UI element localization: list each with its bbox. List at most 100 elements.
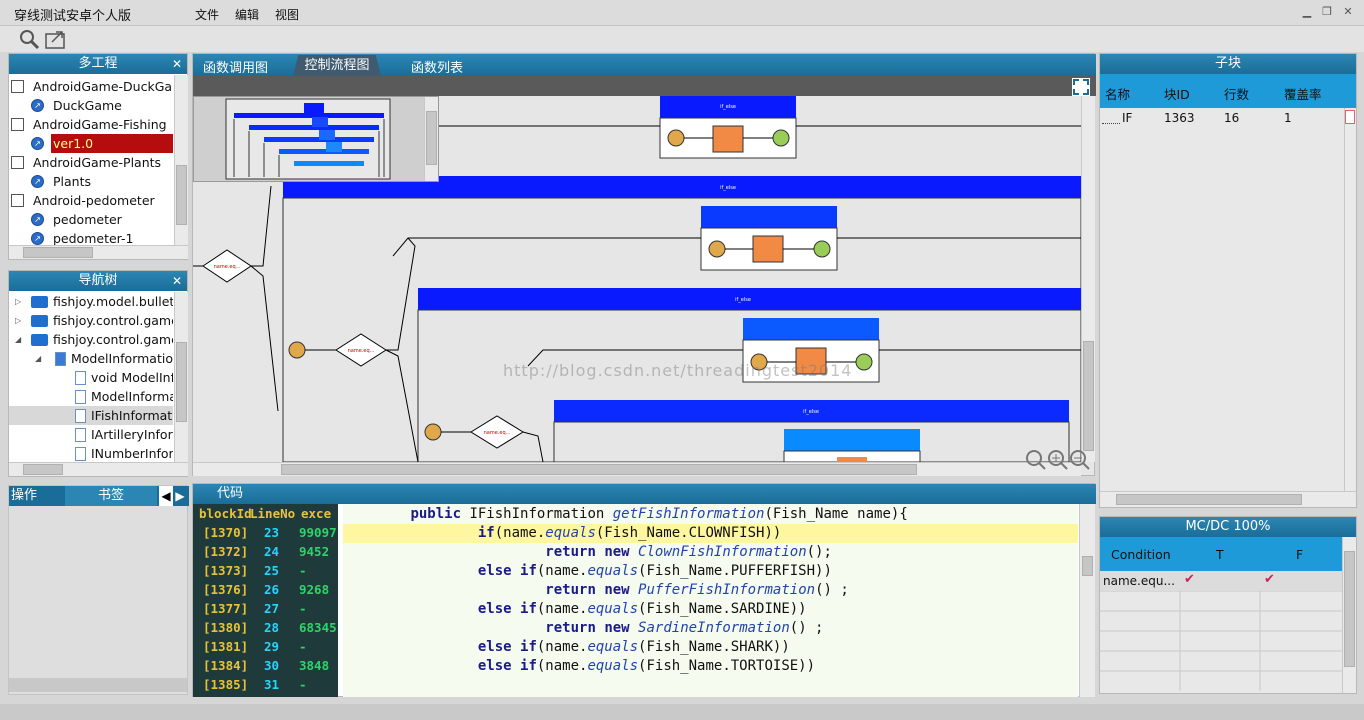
project-item[interactable]: ↗Plants [9, 172, 173, 191]
code-text: else if(name.equals(Fish_Name.SARDINE)) [477, 601, 807, 617]
code-line[interactable]: public IFishInformation getFishInformati… [343, 505, 1078, 524]
project-label: pedometer [53, 212, 122, 227]
tab-ops[interactable]: 操作 [11, 488, 38, 503]
subblock-vscrollbar[interactable] [1344, 108, 1356, 491]
close-icon[interactable]: ✕ [171, 57, 182, 71]
graph-ruler [193, 76, 1096, 96]
expand-icon[interactable]: ◢ [15, 335, 22, 344]
code-line[interactable]: return new ClownFishInformation(); [343, 543, 1078, 562]
header-exec: exce [301, 506, 332, 521]
mcdc-vscrollbar[interactable] [1342, 537, 1356, 693]
menu-file[interactable]: 文件 [195, 8, 220, 22]
menu-edit[interactable]: 编辑 [235, 8, 260, 22]
code-line[interactable]: return new PufferFishInformation() ; [343, 581, 1078, 600]
project-label: pedometer-1 [53, 231, 134, 245]
projects-scrollbar[interactable] [174, 75, 188, 245]
zoom-out-icon [1070, 450, 1090, 470]
exec-count: 3848 [299, 658, 330, 673]
col-false: F [1296, 547, 1304, 562]
table-row[interactable]: name.equ... ✔ ✔ [1100, 571, 1342, 591]
expand-icon[interactable]: ▷ [15, 316, 22, 325]
project-item[interactable]: ↗pedometer [9, 210, 173, 229]
tab-control-flow[interactable]: 控制流程图 [293, 55, 381, 76]
block-id: [1380] [203, 620, 249, 635]
restore-icon[interactable]: ❐ [1322, 5, 1332, 18]
nav-item[interactable]: ▷fishjoy.model.bulletin [9, 292, 173, 311]
line-number: 28 [264, 620, 280, 635]
title-bar: 穿线测试安卓个人版 文件 编辑 视图 ▁ ❐ ✕ [0, 0, 1364, 26]
exec-count: - [299, 677, 307, 692]
expand-icon[interactable]: ▷ [15, 297, 22, 306]
code-line[interactable]: else if(name.equals(Fish_Name.PUFFERFISH… [343, 562, 1078, 581]
nav-item[interactable]: INumberInfor [9, 444, 173, 462]
project-label: AndroidGame-DuckGame [33, 79, 173, 94]
nav-item[interactable]: ◢fishjoy.control.game. [9, 330, 173, 349]
nav-item[interactable]: ▷fishjoy.control.game. [9, 311, 173, 330]
ops-hscrollbar[interactable] [9, 678, 187, 692]
nav-item[interactable]: IArtilleryInfor [9, 425, 173, 444]
row-id: 1363 [1164, 111, 1195, 125]
project-item[interactable]: AndroidGame-Fishing [9, 115, 173, 134]
graph-vscrollbar[interactable] [1081, 96, 1095, 462]
code-line[interactable]: if(name.equals(Fish_Name.CLOWNFISH)) [343, 524, 1078, 543]
nav-item[interactable]: ◢ModelInformatio [9, 349, 173, 368]
close-icon[interactable]: ✕ [171, 274, 182, 288]
projects-hscrollbar[interactable] [9, 245, 188, 259]
tab-function-list[interactable]: 函数列表 [411, 61, 464, 76]
block-label-4: if_else [803, 409, 819, 415]
line-number: 24 [264, 544, 280, 559]
code-line[interactable]: else if(name.equals(Fish_Name.TORTOISE)) [343, 657, 1078, 676]
tab-call-graph[interactable]: 函数调用图 [203, 61, 269, 76]
code-vscrollbar[interactable] [1079, 504, 1095, 697]
col-lines: 行数 [1224, 87, 1250, 102]
project-item[interactable]: Android-pedometer [9, 191, 173, 210]
mcdc-header: MC/DC 100% [1100, 517, 1356, 537]
nav-item[interactable]: void ModelInf [9, 368, 173, 387]
projects-tree: AndroidGame-DuckGame ↗DuckGameAndroidGame… [9, 75, 173, 245]
navtree-hscrollbar[interactable] [9, 462, 188, 476]
project-item[interactable]: AndroidGame-DuckGame [9, 77, 173, 96]
package-icon [31, 334, 48, 346]
project-label: AndroidGame-Fishing [33, 117, 167, 132]
expand-icon[interactable]: ◢ [35, 354, 42, 363]
minimap-scrollbar[interactable] [424, 97, 438, 181]
line-number: 25 [264, 563, 280, 578]
menu-view[interactable]: 视图 [275, 8, 300, 22]
line-number: 30 [264, 658, 280, 673]
nav-label: ModelInforma [91, 389, 173, 404]
graph-tabbar [193, 54, 1096, 76]
project-item[interactable]: ↗pedometer-1 [9, 229, 173, 245]
code-text: if(name.equals(Fish_Name.CLOWNFISH)) [477, 525, 782, 541]
project-item[interactable]: ↗DuckGame [9, 96, 173, 115]
zoom-controls[interactable] [1025, 449, 1093, 473]
project-item[interactable]: ↗ver1.0 [9, 134, 173, 153]
code-line[interactable]: else if(name.equals(Fish_Name.SARDINE)) [343, 600, 1078, 619]
table-row[interactable]: IF 1363 16 1 [1100, 108, 1344, 128]
project-label: Plants [53, 174, 92, 189]
nav-label: void ModelInf [91, 370, 173, 385]
close-icon[interactable]: ✕ [1343, 5, 1353, 18]
code-editor[interactable]: public IFishInformation getFishInformati… [343, 504, 1078, 697]
tab-next-icon[interactable]: ▶ [175, 489, 185, 503]
code-line[interactable]: return new SardineInformation() ; [343, 619, 1078, 638]
svg-text:name.eq...: name.eq... [348, 348, 375, 354]
tab-bookmarks[interactable]: 书签 [65, 486, 157, 506]
search-icon[interactable] [18, 28, 40, 50]
project-item[interactable]: AndroidGame-Plants [9, 153, 173, 172]
graph-hscrollbar[interactable] [193, 462, 1081, 476]
nav-item[interactable]: ModelInforma [9, 387, 173, 406]
file-icon [75, 447, 86, 461]
code-line[interactable]: else if(name.equals(Fish_Name.SHARK)) [343, 638, 1078, 657]
graph-minimap[interactable] [193, 96, 439, 182]
nav-item[interactable]: IFishInformati [9, 406, 173, 425]
minimize-icon[interactable]: ▁ [1302, 5, 1312, 18]
export-icon[interactable] [44, 28, 68, 50]
subblock-hscrollbar[interactable] [1100, 491, 1356, 507]
tab-prev-icon[interactable]: ◀ [159, 486, 173, 506]
subblock-table-header: 名称 块ID 行数 覆盖率 [1100, 74, 1356, 108]
subblock-panel: 子块 名称 块ID 行数 覆盖率 IF 1363 16 1 [1099, 53, 1357, 508]
fullscreen-icon[interactable] [1071, 77, 1091, 97]
control-flow-graph[interactable]: if_else if_else name.eq... name.eq... [193, 96, 1081, 462]
navtree-scrollbar[interactable] [174, 292, 188, 462]
